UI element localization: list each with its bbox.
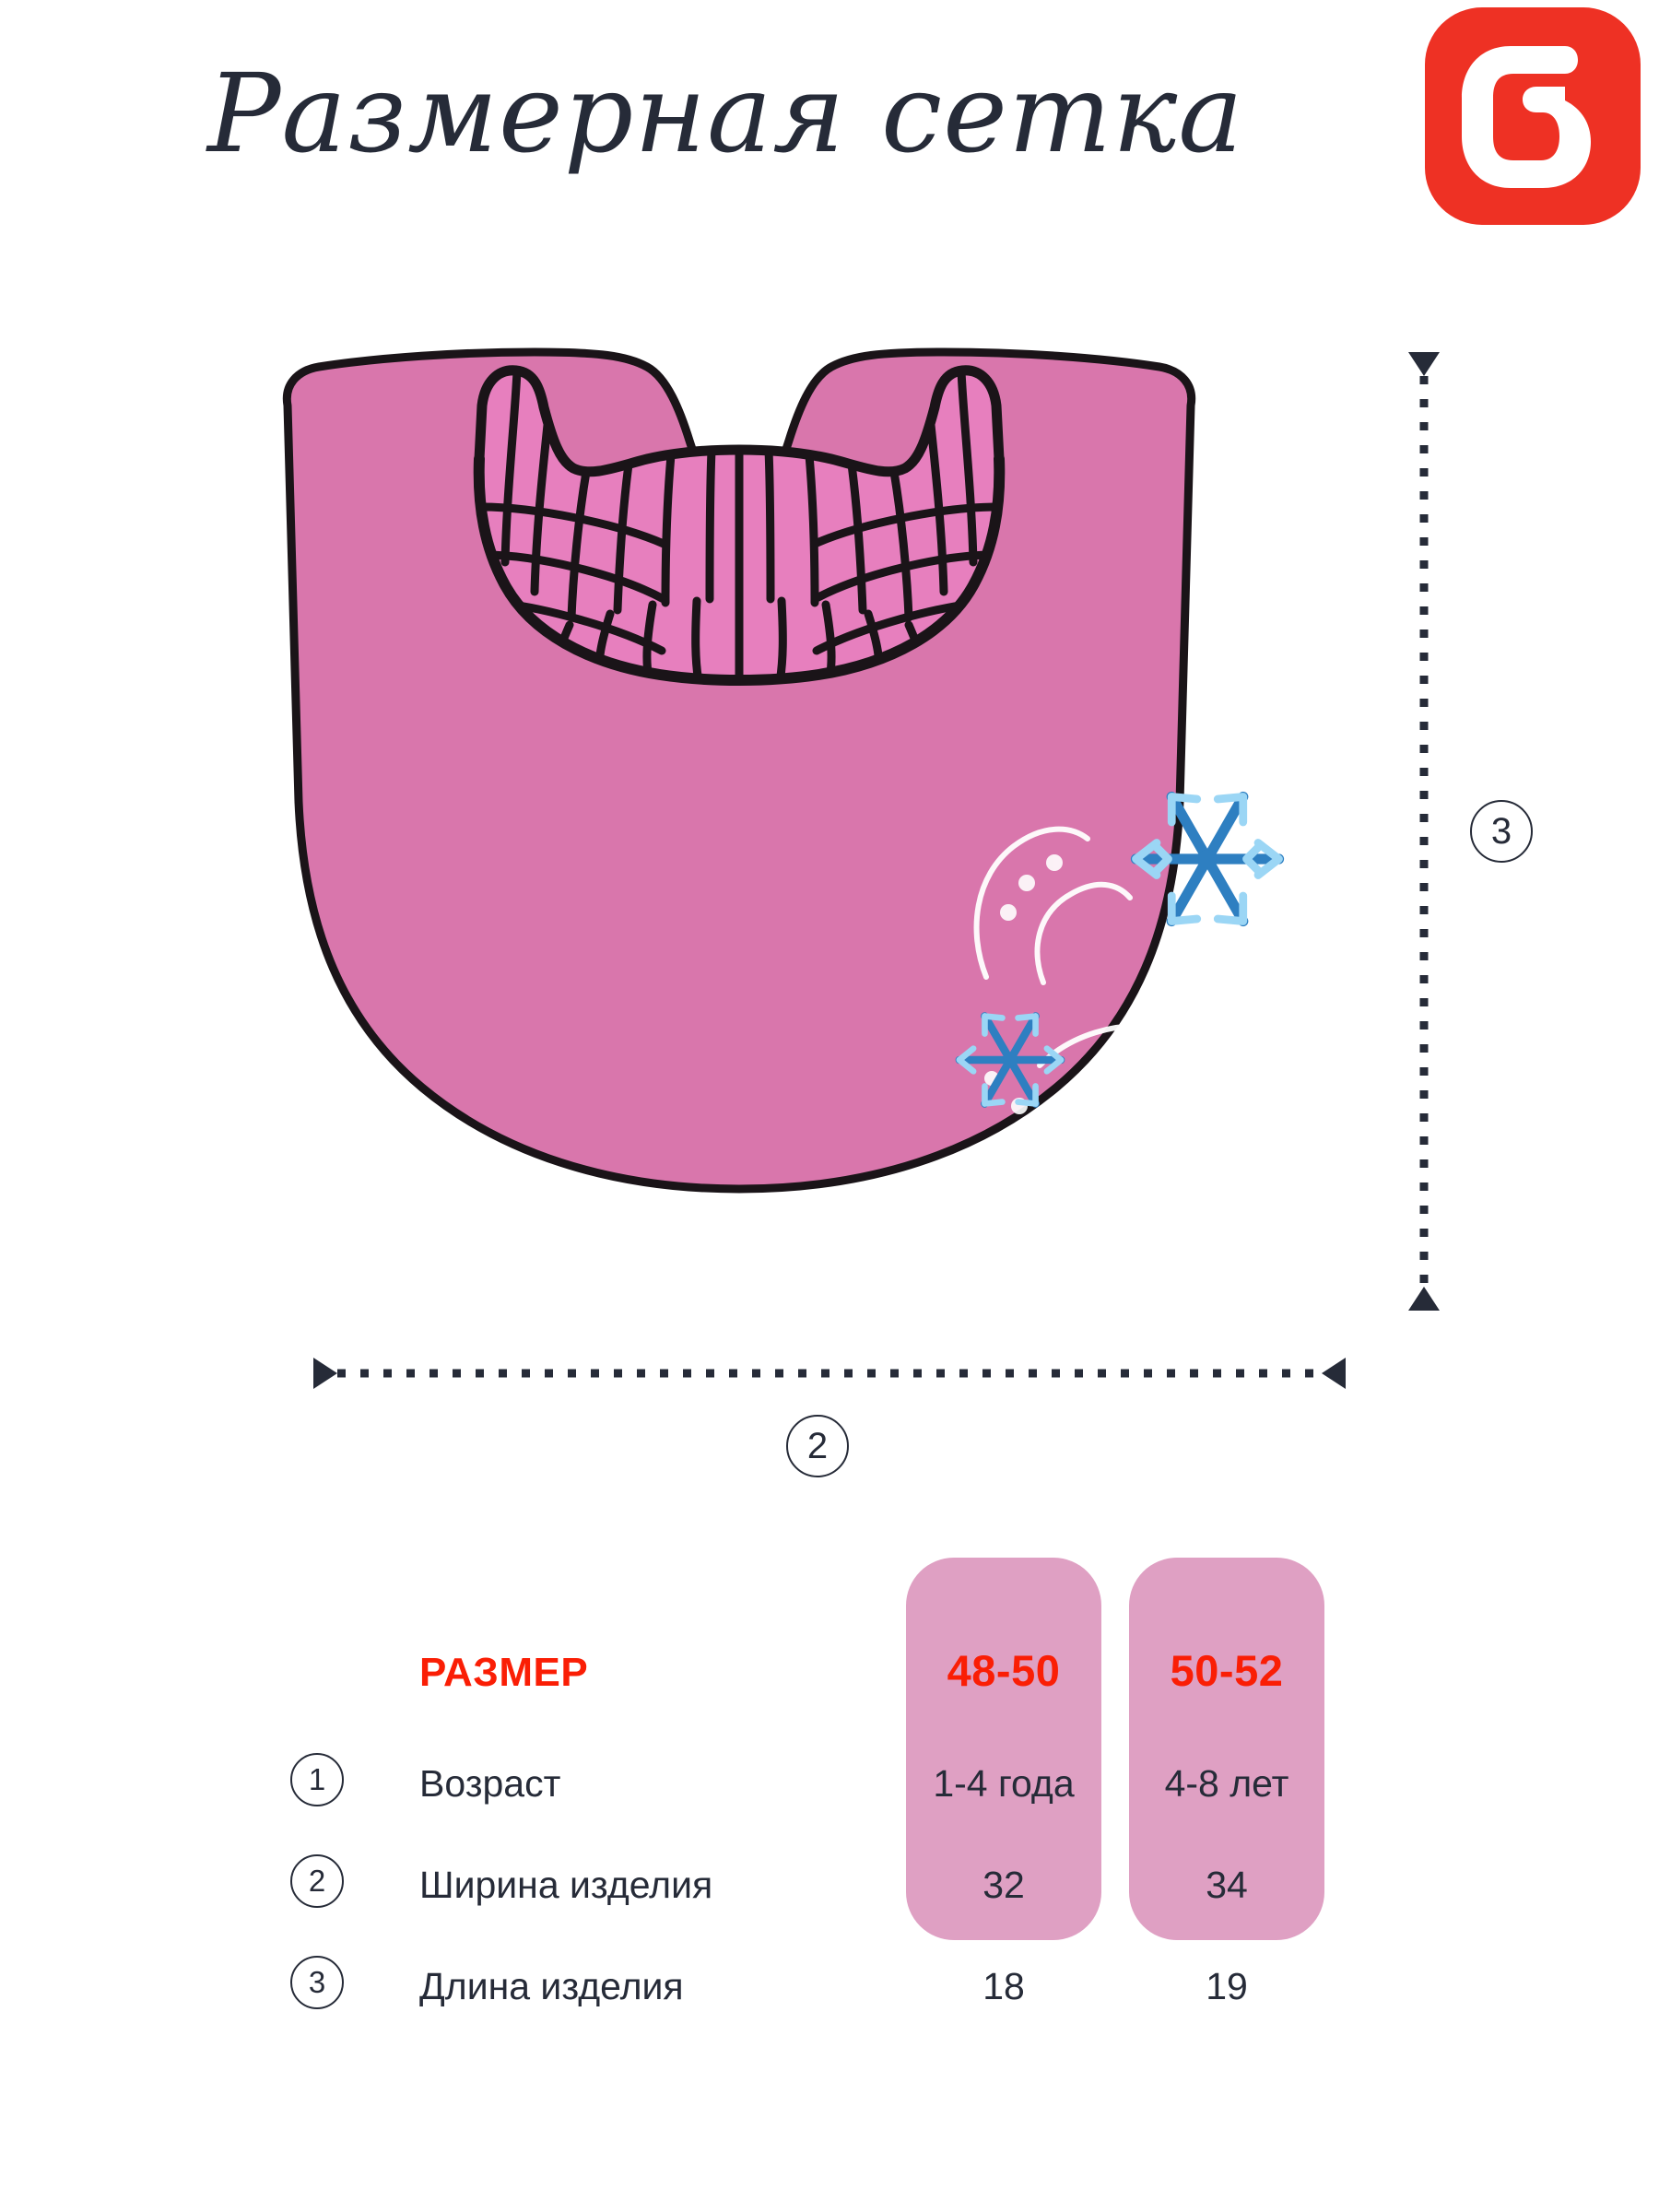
snowflake-icon <box>955 1012 1065 1108</box>
table-cell: 34 <box>1206 1864 1248 1906</box>
size-table: РАЗМЕР 48-50 50-52 1 Возраст 1-4 года 4-… <box>290 1558 1346 2009</box>
table-cell: 4-8 лет <box>1164 1762 1289 1805</box>
size-table-header-label: РАЗМЕР <box>419 1650 589 1695</box>
dimension-line-width <box>313 1341 1346 1406</box>
snowflake-embroidery <box>955 791 1378 1147</box>
table-cell: 1-4 года <box>933 1762 1075 1805</box>
dimension-callout-3: 3 <box>1470 800 1533 863</box>
size-column-backdrop <box>1129 1558 1324 1940</box>
dimension-callout-2: 2 <box>786 1415 849 1477</box>
table-row-label: Ширина изделия <box>419 1864 713 1906</box>
row-number-badge: 3 <box>290 1956 344 2009</box>
snowflake-icon <box>1130 791 1285 927</box>
brand-logo <box>1425 7 1641 225</box>
row-number-badge: 1 <box>290 1753 344 1806</box>
table-row-label: Возраст <box>419 1762 561 1805</box>
row-number-badge: 2 <box>290 1854 344 1908</box>
table-cell: 18 <box>982 1965 1025 2007</box>
table-row-label: Длина изделия <box>419 1965 684 2007</box>
table-cell: 32 <box>982 1864 1025 1906</box>
size-column-backdrop <box>906 1558 1101 1940</box>
table-cell: 19 <box>1206 1965 1248 2007</box>
size-column-header: 50-52 <box>1170 1646 1284 1695</box>
size-column-header: 48-50 <box>947 1646 1061 1695</box>
page-title: Размерная сетка <box>207 50 1244 177</box>
garment-illustration <box>230 230 1419 1263</box>
brand-logo-icon <box>1425 7 1641 225</box>
dimension-line-length <box>1394 352 1454 1311</box>
